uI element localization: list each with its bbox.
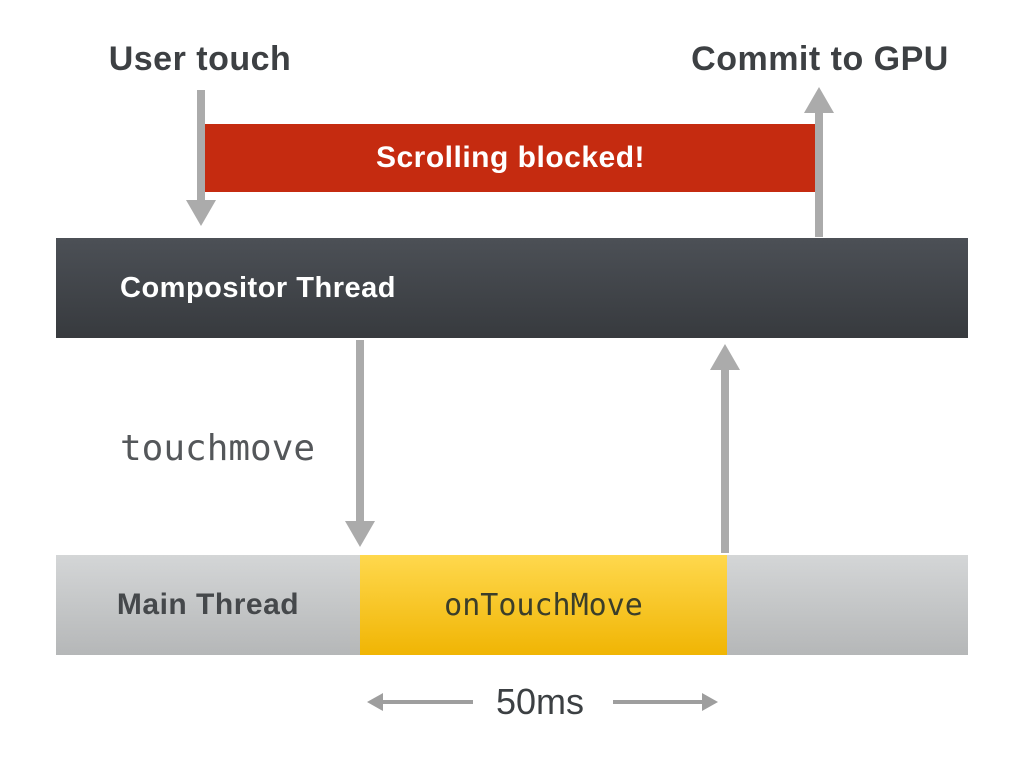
arrow-line <box>815 111 823 237</box>
user-touch-label: User touch <box>108 40 292 78</box>
arrow-head-up-icon <box>804 87 834 113</box>
ontouchmove-task-label: onTouchMove <box>444 587 643 623</box>
main-thread-bar: Main Thread onTouchMove <box>56 555 968 655</box>
arrow-line <box>721 368 729 553</box>
scrolling-blocked-banner: Scrolling blocked! <box>205 124 816 192</box>
compositor-thread-bar: Compositor Thread <box>56 238 968 338</box>
arrow-head-down-icon <box>186 200 216 226</box>
main-thread-label: Main Thread <box>116 588 300 621</box>
arrow-line <box>381 700 473 704</box>
arrow-line <box>613 700 704 704</box>
duration-label: 50ms <box>495 681 585 722</box>
arrow-head-up-icon <box>710 344 740 370</box>
scrolling-blocked-text: Scrolling blocked! <box>375 141 646 174</box>
commit-to-gpu-label: Commit to GPU <box>691 40 949 78</box>
arrow-line <box>197 90 205 202</box>
ontouchmove-task-segment: onTouchMove <box>360 555 727 655</box>
touchmove-event-label: touchmove <box>120 428 316 469</box>
arrow-head-left-icon <box>367 693 383 711</box>
arrow-head-right-icon <box>702 693 718 711</box>
arrow-line <box>356 340 364 522</box>
compositor-thread-label: Compositor Thread <box>120 271 396 304</box>
arrow-head-down-icon <box>345 521 375 547</box>
